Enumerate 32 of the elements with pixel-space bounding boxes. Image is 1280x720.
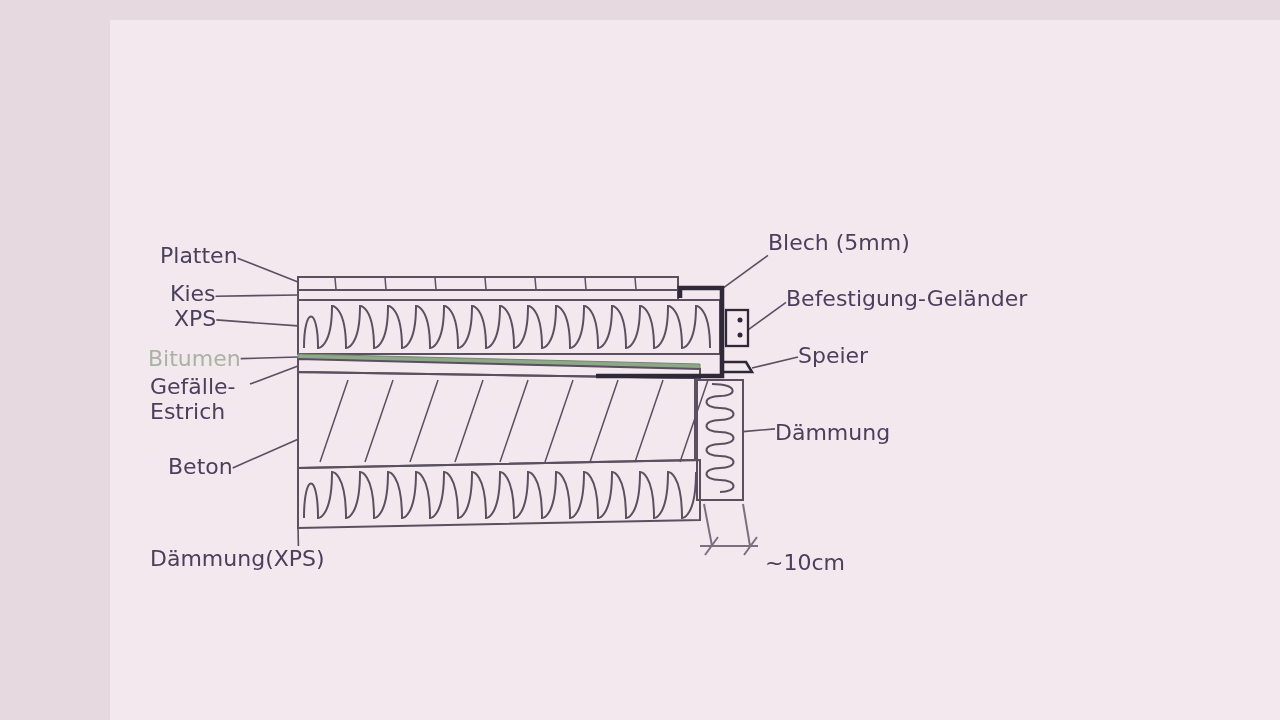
layer-label: Beton [168,454,233,480]
insulation-layer [297,299,721,355]
tile-layer [297,276,679,291]
leader-line [214,294,299,297]
leader-line [236,257,299,283]
insulation-layer [297,458,701,530]
leader-line [747,301,787,331]
screed-layer [297,357,701,379]
sheet-metal-flashing [596,285,725,379]
part-label: Dämmung [775,420,891,446]
leader-line [742,428,776,433]
leader-line [239,356,299,360]
leader-line [231,438,299,469]
leader-line [751,356,799,369]
layer-label: Kies [170,281,216,307]
part-label: Speier [798,343,869,369]
dimension-label: ~10cm [765,550,845,576]
layer-label: Dämmung(XPS) [150,546,325,572]
layer-label: Platten [160,243,238,269]
concrete-slab [297,371,709,470]
part-label: Befestigung-Geländer [786,286,1028,312]
layer-label: XPS [174,306,217,332]
gravel-layer [297,289,679,301]
layer-label: Gefälle- Estrich [150,374,250,425]
railing-bracket [724,308,750,348]
leader-line [721,254,769,290]
part-label: Blech (5mm) [768,230,910,256]
leader-line [249,365,299,385]
spout [724,360,755,374]
leader-line [215,319,299,327]
side-insulation [696,379,744,501]
layer-label: Bitumen [148,346,241,372]
